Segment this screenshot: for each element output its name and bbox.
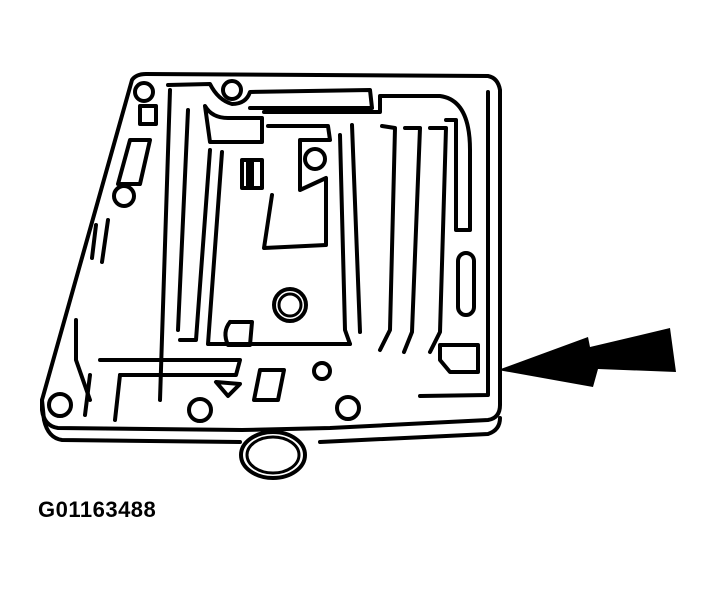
- plate-tab: [239, 430, 307, 480]
- bolt-hole: [312, 361, 332, 381]
- bolt-hole: [112, 184, 136, 208]
- plate-edge: [40, 398, 502, 444]
- bolt-hole: [303, 147, 327, 171]
- bolt-hole: [335, 395, 361, 421]
- bolt-hole: [133, 81, 155, 103]
- arrow-icon: [498, 328, 676, 387]
- bolt-hole: [277, 292, 303, 318]
- figure-id-label: G01163488: [38, 497, 157, 522]
- bolt-hole: [47, 392, 73, 418]
- plate-outline: [40, 72, 502, 432]
- bolt-hole: [221, 79, 243, 101]
- bolt-hole: [272, 287, 308, 323]
- bolt-hole: [187, 397, 213, 423]
